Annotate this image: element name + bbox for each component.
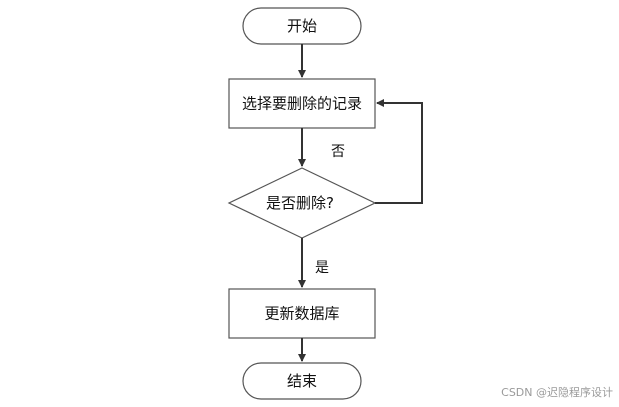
decision-label: 是否删除?: [266, 194, 334, 212]
decision-node: 是否删除?: [227, 167, 377, 239]
edge-label-no: 否: [331, 144, 345, 160]
end-node: 结束: [242, 362, 362, 400]
end-label: 结束: [287, 372, 317, 390]
select-record-node: 选择要删除的记录: [228, 78, 376, 129]
start-node: 开始: [242, 7, 362, 45]
update-db-label: 更新数据库: [264, 305, 339, 323]
edge-label-yes: 是: [315, 260, 329, 276]
start-label: 开始: [287, 17, 317, 35]
update-db-box: [228, 288, 376, 339]
edge-decision-no-loop: [375, 99, 423, 204]
update-db-node: 更新数据库: [228, 288, 376, 339]
select-record-label: 选择要删除的记录: [242, 95, 362, 113]
select-record-box: [228, 78, 376, 129]
csdn-watermark: CSDN @迟隐程序设计: [501, 386, 613, 399]
end-terminator-shape: [242, 362, 362, 400]
